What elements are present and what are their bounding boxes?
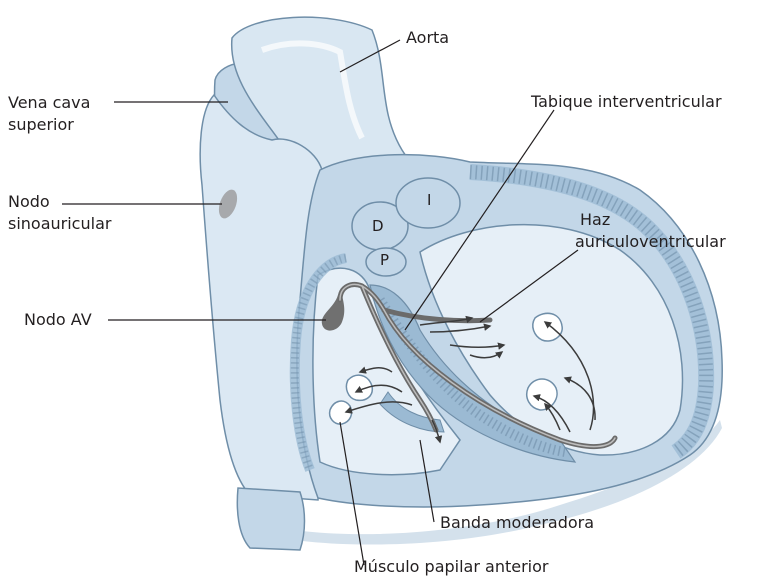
label-nodo-sa-line2: sinoauricular [8,214,111,233]
label-nodo-av: Nodo AV [24,310,92,329]
papillary-muscle-lv-2 [533,313,562,341]
label-vena-cava-line1: Vena cava [8,93,90,112]
label-tabique: Tabique interventricular [531,92,722,111]
label-musculo: Músculo papilar anterior [354,557,548,576]
anterior-papillary-muscle [330,401,352,424]
label-haz-line1: Haz [580,210,610,229]
label-vena-cava-line2: superior [8,115,74,134]
label-haz-line2: auriculoventricular [575,232,726,251]
label-nodo-sa-line1: Nodo [8,192,50,211]
label-banda: Banda moderadora [440,513,594,532]
label-aorta: Aorta [406,28,449,47]
papillary-muscle-lv-1 [527,379,557,410]
valve-letter-i: I [427,192,431,208]
valve-letter-p: P [380,252,389,268]
inferior-vena-cava [237,488,304,550]
valve-letter-d: D [372,218,384,234]
